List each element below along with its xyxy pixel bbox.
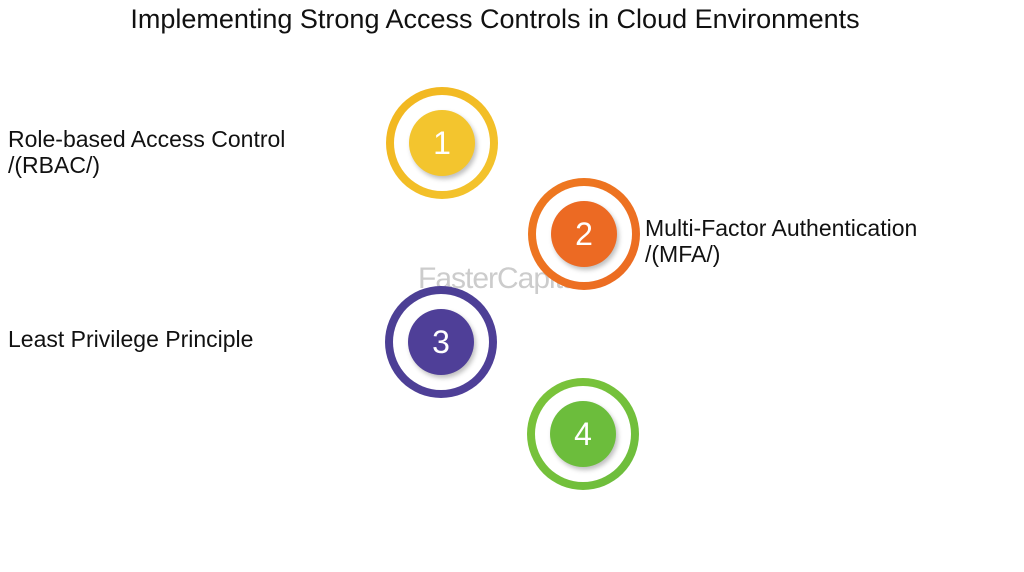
step-1-label-line1: Role-based Access Control [8, 126, 286, 152]
step-3-label-line1: Least Privilege Principle [8, 326, 254, 352]
step-1-label-line2: /(RBAC/) [8, 152, 100, 178]
step-1-number: 1 [409, 110, 475, 176]
step-1-badge: 1 [386, 87, 498, 199]
step-2-label-line2: /(MFA/) [645, 241, 721, 267]
step-3-label: Least Privilege Principle [8, 326, 253, 352]
step-1-label: Role-based Access Control /(RBAC/) [8, 126, 285, 178]
step-4-badge: 4 [527, 378, 639, 490]
step-3-badge: 3 [385, 286, 497, 398]
step-4-number: 4 [550, 401, 616, 467]
step-2-label-line1: Multi-Factor Authentication [645, 215, 918, 241]
step-2-label: Multi-Factor Authentication /(MFA/) [645, 215, 917, 267]
step-2-badge: 2 [528, 178, 640, 290]
step-2-number: 2 [551, 201, 617, 267]
diagram-title: Implementing Strong Access Controls in C… [130, 4, 860, 34]
step-3-number: 3 [408, 309, 474, 375]
